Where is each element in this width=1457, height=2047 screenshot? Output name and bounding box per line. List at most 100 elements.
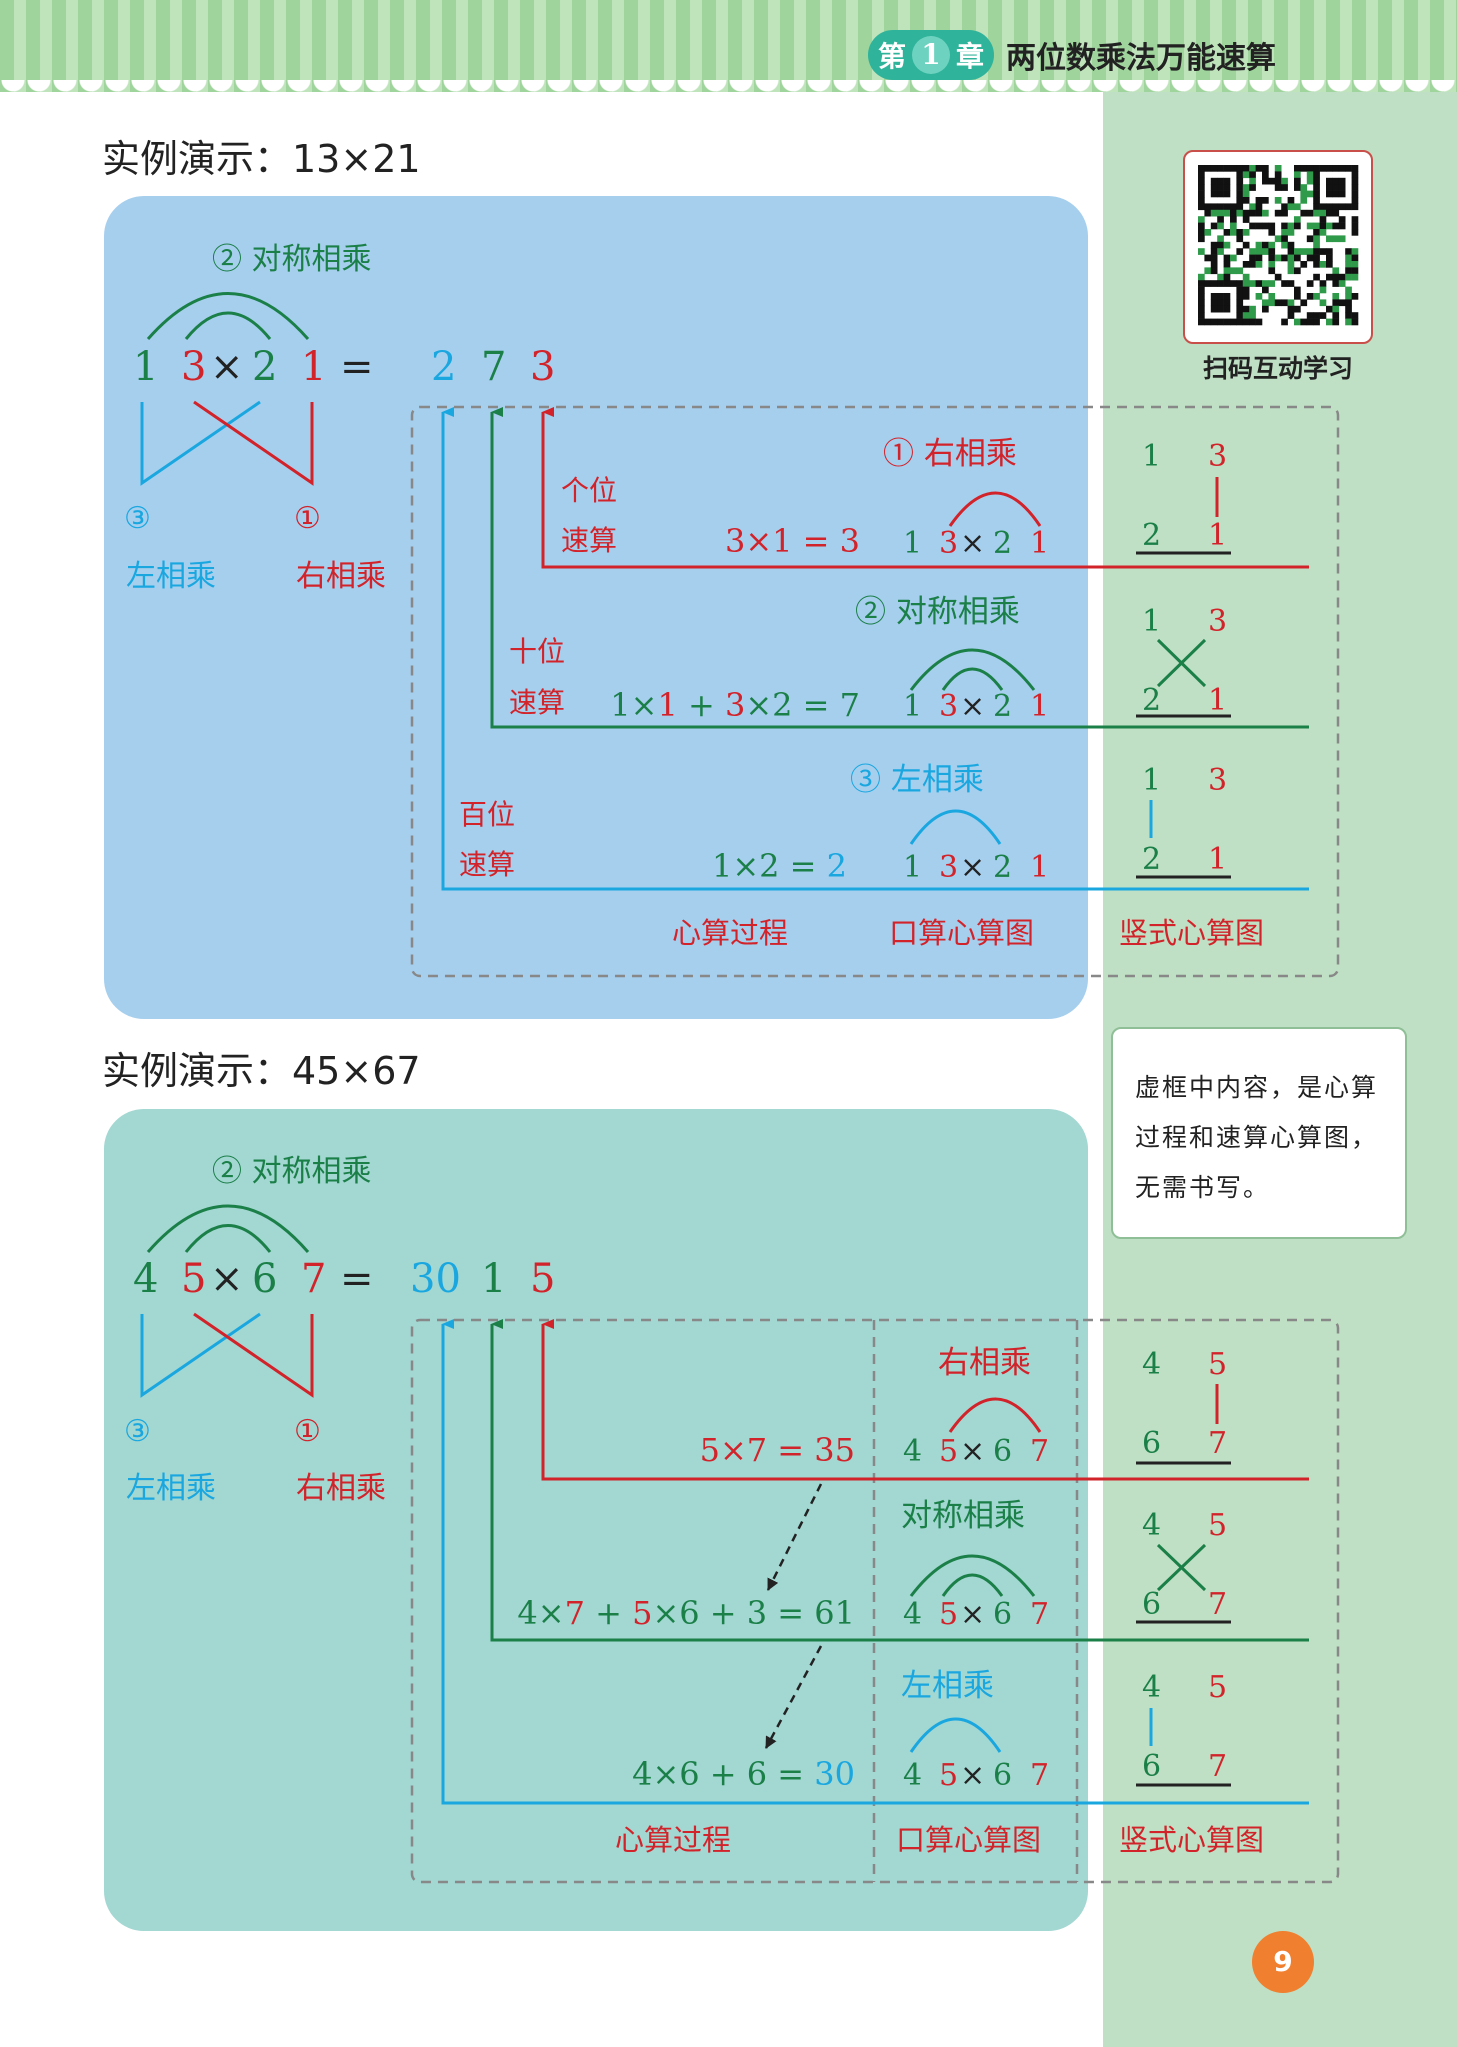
- vert-bot2: 1: [1208, 683, 1227, 718]
- example2-row2-vertical: 4 5 6 7: [1136, 1508, 1231, 1624]
- calc-token: 3: [747, 1594, 767, 1632]
- example1-right-mult-line: [193, 400, 314, 486]
- example2-row3-vertical: 4 5 6 7: [1136, 1670, 1231, 1787]
- example1-row2-outer-arc: [909, 648, 1036, 691]
- oral-a2: 5: [939, 1597, 958, 1632]
- calc-token: 6: [747, 1755, 767, 1793]
- header-stripes: [0, 0, 1457, 92]
- example1-a1: 1: [133, 344, 158, 390]
- example1-row3-arc: [909, 809, 1002, 845]
- calc-token: 30: [814, 1755, 855, 1793]
- example2-carry-arrow-2: [764, 1645, 823, 1749]
- example1-a2: 3: [181, 344, 206, 390]
- chapter-title: 两位数乘法万能速算: [1006, 41, 1277, 76]
- example1-left-label: 左相乘: [126, 559, 216, 594]
- example1-left-mark: ③: [124, 501, 151, 536]
- vert-top1: 4: [1142, 1347, 1161, 1382]
- example2-row1-calc: 5×7 = 35: [700, 1431, 855, 1469]
- example2-a1: 4: [133, 1256, 158, 1302]
- example2-row2-diagram-title: 对称相乘: [901, 1498, 1025, 1534]
- example1-row2-oral: 1 3 × 2 1: [903, 689, 1049, 724]
- calc-token: +: [700, 1594, 747, 1632]
- calc-token: 4: [632, 1755, 652, 1793]
- oral-a1: 1: [903, 850, 922, 885]
- calc-token: +: [585, 1594, 632, 1632]
- oral-b2: 1: [1030, 689, 1049, 724]
- chapter-suffix: 章: [956, 40, 985, 73]
- calc-token: 2: [759, 847, 779, 885]
- example1-title: 实例演示：13×21: [102, 137, 421, 181]
- oral-a1: 4: [903, 1597, 922, 1632]
- example1-row1-place2: 速算: [561, 524, 617, 557]
- oral-b1: 6: [993, 1758, 1012, 1793]
- example1-footer-oral: 口算心算图: [889, 916, 1034, 950]
- example2-times: ×: [210, 1256, 244, 1302]
- qr-label: 扫码互动学习: [1202, 354, 1353, 383]
- example2-panel: [104, 1109, 1088, 1931]
- example2-a2: 5: [181, 1256, 206, 1302]
- calc-token: +: [678, 686, 725, 724]
- oral-a2: 3: [939, 526, 958, 561]
- example2-right-label: 右相乘: [296, 1471, 386, 1506]
- vert-top2: 5: [1208, 1347, 1227, 1382]
- example1-row2-diagram-title: ② 对称相乘: [855, 594, 1020, 630]
- calc-token: 7: [747, 1431, 767, 1469]
- example2-dashed-frame: [410, 1318, 1340, 1884]
- example1-ones-arrow: [541, 407, 1309, 569]
- qr-code-image: [1198, 165, 1359, 326]
- example1-inner-arc: [184, 311, 272, 340]
- calc-token: ×: [652, 1755, 679, 1793]
- calc-token: ×: [538, 1594, 565, 1632]
- qr-code[interactable]: [1183, 150, 1373, 344]
- oral-b1: 6: [993, 1434, 1012, 1469]
- example1-result-ones: 3: [530, 344, 555, 390]
- oral-b1: 2: [993, 850, 1012, 885]
- example1-diagram: ② 对称相乘 1 3 × 2 1 = 2 7 3 ③ ① 左相乘 右相乘 个位 …: [124, 242, 1340, 978]
- oral-a2: 5: [939, 1758, 958, 1793]
- example2-diagram: ② 对称相乘 4 5 × 6 7 = 30 1 5 ③ ① 左相乘 右相乘 5×…: [124, 1154, 1340, 1884]
- example1-outer-arc: [146, 292, 310, 340]
- oral-times: ×: [960, 1597, 985, 1632]
- example2-result-ones: 5: [530, 1256, 555, 1302]
- calc-token: 4: [517, 1594, 537, 1632]
- calc-token: 35: [814, 1431, 855, 1469]
- example1-result-tens: 7: [481, 344, 506, 390]
- example2-row3-calc: 4×6 + 6 = 30: [632, 1755, 855, 1793]
- calc-token: ×: [720, 1431, 747, 1469]
- example2-left-label: 左相乘: [126, 1471, 216, 1506]
- vert-top1: 4: [1142, 1670, 1161, 1705]
- oral-a2: 3: [939, 850, 958, 885]
- example1-row2-place1: 十位: [509, 635, 565, 668]
- calc-token: 2: [827, 847, 847, 885]
- oral-b2: 7: [1030, 1434, 1049, 1469]
- example2-result-hundreds: 30: [410, 1256, 461, 1302]
- example1-row2-vertical: 1 3 2 1: [1136, 604, 1231, 718]
- vert-top2: 5: [1208, 1508, 1227, 1543]
- vert-top2: 3: [1208, 439, 1227, 474]
- calc-token: 1: [657, 686, 677, 724]
- example1-row3-diagram-title: ③ 左相乘: [850, 762, 984, 798]
- example2-footer-oral: 口算心算图: [896, 1823, 1041, 1857]
- example1-right-label: 右相乘: [296, 559, 386, 594]
- example2-ones-arrow: [541, 1319, 1309, 1481]
- calc-token: =: [767, 1755, 814, 1793]
- calc-token: 61: [814, 1594, 855, 1632]
- example1-row1-arc: [948, 491, 1042, 527]
- example2-row2-oral: 4 5 × 6 7: [903, 1597, 1049, 1632]
- calc-token: ×: [732, 847, 759, 885]
- example1-panel: [104, 196, 1088, 1019]
- vert-bot2: 1: [1208, 518, 1227, 553]
- example2-result-tens: 1: [481, 1256, 506, 1302]
- oral-b1: 2: [993, 526, 1012, 561]
- vert-bot2: 7: [1208, 1749, 1227, 1784]
- calc-token: 5: [700, 1431, 720, 1469]
- oral-a1: 1: [903, 526, 922, 561]
- example1-row1-oral: 1 3 × 2 1: [903, 526, 1049, 561]
- chapter-prefix: 第: [878, 40, 907, 73]
- page-number: 9: [1252, 1931, 1314, 1993]
- vert-bot2: 7: [1208, 1587, 1227, 1622]
- example2-row2-outer-arc: [909, 1554, 1036, 1597]
- header-scallop: [0, 80, 1457, 100]
- example2-right-mult-line: [193, 1312, 314, 1398]
